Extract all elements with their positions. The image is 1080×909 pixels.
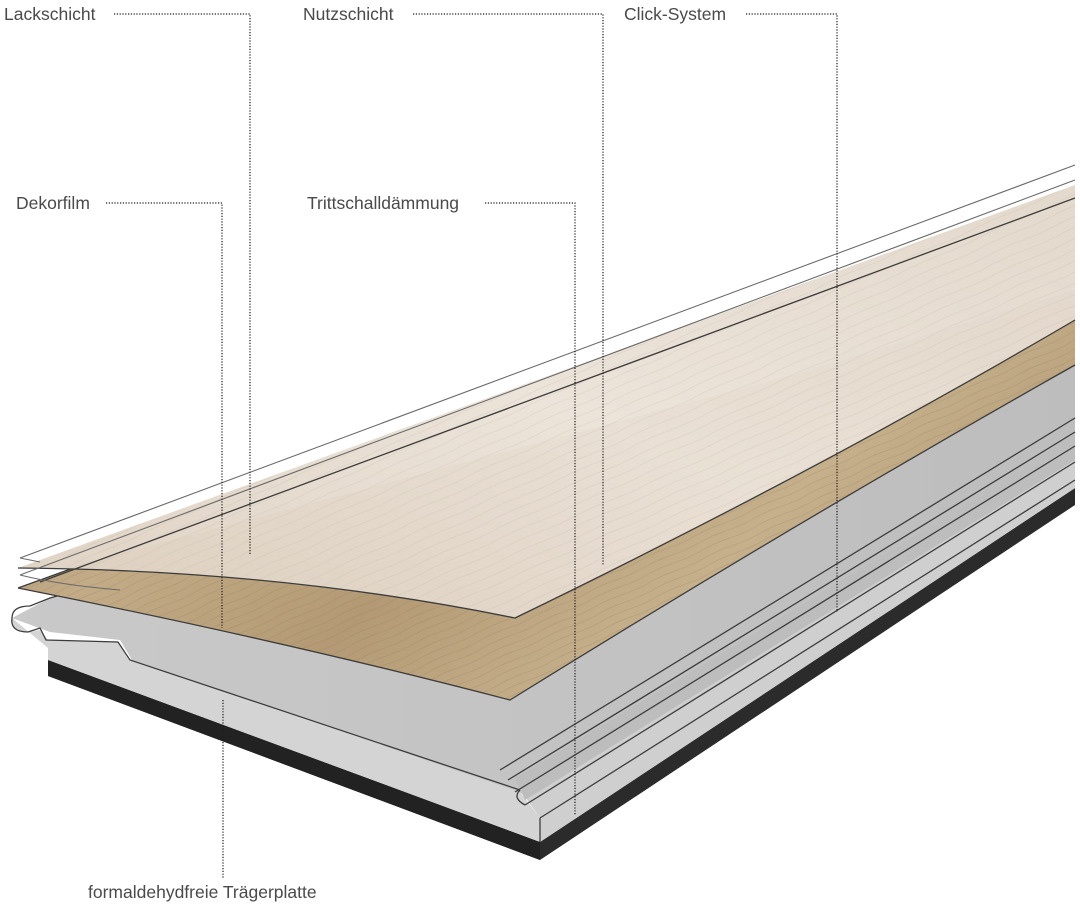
leader-dekorfilm <box>106 202 223 628</box>
label-lackschicht: Lackschicht <box>4 4 96 24</box>
label-click-system: Click-System <box>624 4 727 24</box>
label-traegerplatte: formaldehydfreie Trägerplatte <box>88 882 317 902</box>
label-trittschalldaemmung: Trittschalldämmung <box>307 193 460 213</box>
leader-trittschall <box>485 202 576 815</box>
leader-lackschicht <box>114 13 251 555</box>
wear-layer <box>17 185 1076 619</box>
leader-nutzschicht <box>413 13 604 565</box>
leader-lines <box>106 13 838 878</box>
underlay-layer <box>48 488 1075 860</box>
label-nutzschicht: Nutzschicht <box>303 4 394 24</box>
lacquer-layer <box>19 164 1076 591</box>
label-dekorfilm: Dekorfilm <box>16 193 90 213</box>
